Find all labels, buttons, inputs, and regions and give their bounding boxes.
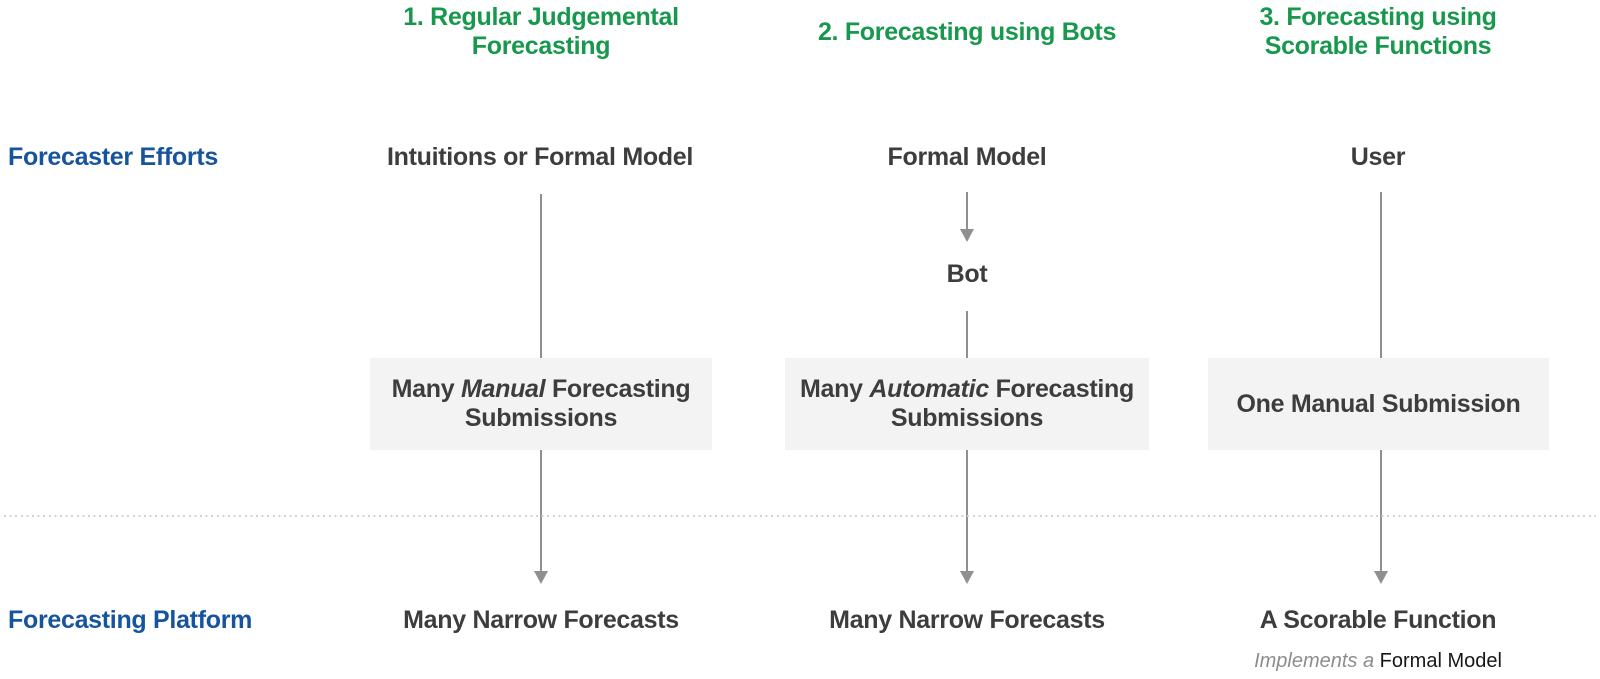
column-1-header: 1. Regular Judgemental Forecasting: [403, 3, 679, 60]
column-2-header: 2. Forecasting using Bots: [817, 18, 1117, 46]
column-2-bot-label: Bot: [946, 260, 988, 288]
column-2-submissions-text: Many Automatic Forecasting Submissions: [785, 375, 1149, 433]
column-1-effort-label: Intuitions or Formal Model: [386, 143, 694, 171]
column-2-lower-line: [965, 450, 969, 572]
column-2-platform-label: Many Narrow Forecasts: [829, 606, 1105, 634]
row-label-forecasting-platform: Forecasting Platform: [8, 606, 253, 634]
column-3-header: 3. Forecasting using Scorable Functions: [1259, 3, 1497, 60]
column-2-upper-line: [965, 192, 969, 230]
column-1-arrowhead-icon: [534, 571, 548, 584]
column-3-note-italic: Implements a: [1254, 650, 1380, 672]
column-2-box-italic-word: Automatic: [869, 375, 989, 403]
column-1-submissions-box: Many Manual Forecasting Submissions: [370, 358, 712, 450]
column-3-arrowhead-icon: [1374, 571, 1388, 584]
column-2-box-text-after: Forecasting Submissions: [890, 375, 1134, 432]
column-3-effort-label: User: [1350, 143, 1406, 171]
column-2-box-text-before: Many: [800, 375, 870, 403]
column-3-note-normal: Formal Model: [1379, 650, 1502, 672]
column-2-middle-line: [965, 311, 969, 358]
column-1-submissions-text: Many Manual Forecasting Submissions: [370, 375, 712, 433]
column-3-lower-line: [1379, 450, 1383, 572]
column-2-submissions-box: Many Automatic Forecasting Submissions: [785, 358, 1149, 450]
row-label-forecaster-efforts: Forecaster Efforts: [8, 143, 218, 171]
dotted-separator: [4, 515, 1596, 517]
column-1-upper-line: [539, 194, 543, 358]
column-1-box-text-before: Many: [391, 375, 461, 403]
column-1-lower-line: [539, 450, 543, 572]
column-3-submissions-text: One Manual Submission: [1236, 389, 1521, 418]
column-3-platform-note: Implements a Formal Model: [1254, 650, 1502, 672]
column-1-box-italic-word: Manual: [460, 375, 546, 403]
column-1-box-text-after: Forecasting Submissions: [464, 375, 691, 432]
column-3-platform-label: A Scorable Function: [1259, 606, 1497, 634]
column-2-arrowhead-icon: [960, 571, 974, 584]
column-3-submissions-box: One Manual Submission: [1208, 358, 1549, 450]
column-2-effort-label: Formal Model: [887, 143, 1047, 171]
column-2-upper-arrowhead-icon: [960, 229, 974, 242]
column-1-platform-label: Many Narrow Forecasts: [403, 606, 679, 634]
column-3-upper-line: [1379, 192, 1383, 358]
